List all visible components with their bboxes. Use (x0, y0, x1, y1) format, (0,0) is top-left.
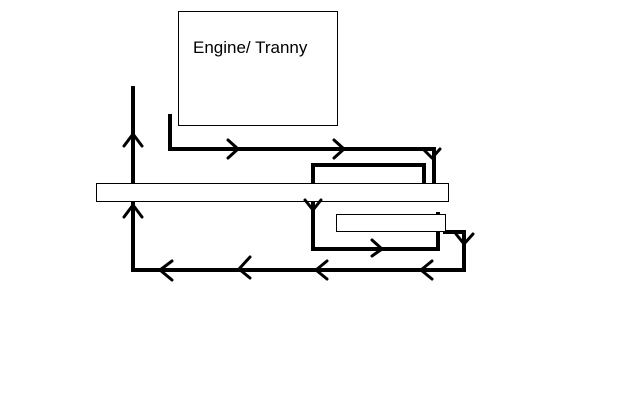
short-bar (336, 214, 446, 232)
arrow-down-1 (422, 147, 442, 160)
arrow-down-3 (454, 232, 475, 246)
arrow-up-1 (122, 203, 144, 219)
flow-lines (131, 86, 466, 272)
arrow-left-1 (419, 259, 434, 281)
engine-box-outline (178, 11, 338, 126)
engine-box-label: Engine/ Tranny (193, 38, 308, 57)
arrow-right-1 (226, 138, 240, 160)
arrow-left-3 (237, 255, 252, 280)
flow-arrows (122, 132, 475, 282)
inner-loop-line (311, 163, 440, 251)
arrow-up-2 (122, 132, 144, 148)
engine-box: Engine/ Tranny (178, 11, 338, 126)
right-drop-line (443, 230, 466, 272)
arrow-down-2 (303, 198, 323, 212)
engine-outlet-line (168, 114, 436, 185)
long-bar (96, 183, 449, 202)
return-line (131, 86, 466, 272)
arrow-right-3 (370, 238, 384, 258)
arrow-left-2 (314, 259, 329, 281)
arrow-right-2 (332, 138, 346, 160)
arrow-left-4 (158, 259, 174, 282)
